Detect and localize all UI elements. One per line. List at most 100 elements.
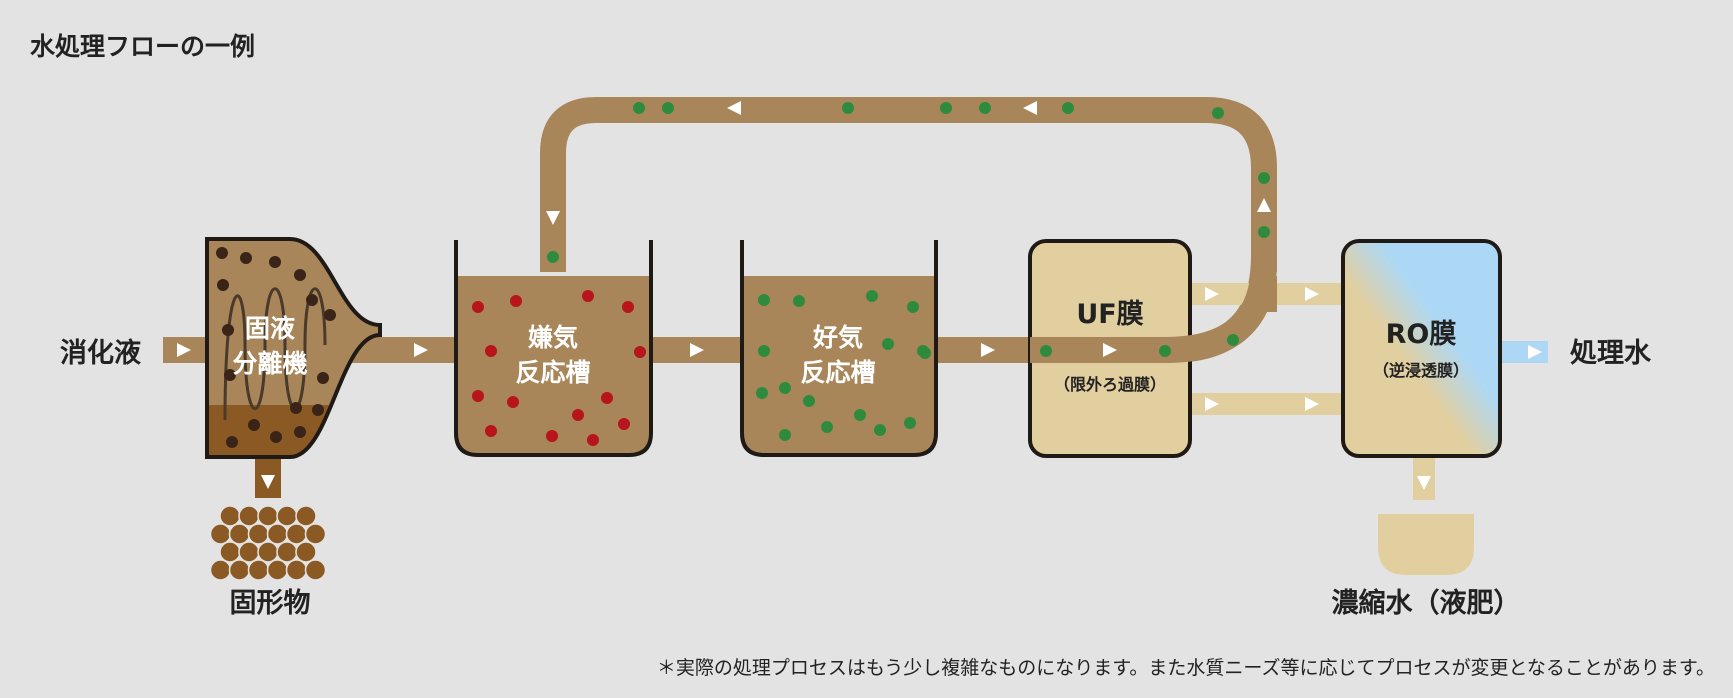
solid-lump: [247, 523, 270, 545]
footnote: ＊実際の処理プロセスはもう少し複雑なものになります。また水質ニーズ等に応じてプロ…: [657, 657, 1715, 679]
solid-lump: [257, 505, 279, 527]
recycle-bacterium: [917, 345, 929, 357]
flow-arrow: [1205, 397, 1219, 411]
solid-lump: [247, 559, 270, 581]
output-label: 処理水: [1570, 337, 1652, 369]
solid-particle: [290, 402, 302, 414]
aerobic-bacteria: [756, 290, 931, 441]
solid-particle: [269, 256, 281, 268]
solid-particle: [224, 369, 236, 381]
recycle-bacterium: [662, 102, 674, 114]
anaerobic-bacteria: [472, 290, 646, 446]
flow-arrow: [1205, 287, 1219, 301]
solid-particle: [222, 324, 234, 336]
solid-particle: [294, 426, 306, 438]
aerobic-bacterium: [758, 294, 770, 306]
uf-membrane-sublabel: （限外ろ過膜）: [1054, 375, 1166, 394]
recycle-bacterium: [940, 102, 952, 114]
aerobic-bacterium: [874, 424, 886, 436]
solid-particle: [248, 419, 260, 431]
aerobic-bacterium: [793, 295, 805, 307]
solid-lump: [219, 541, 241, 563]
anaerobic-bacterium: [472, 390, 484, 402]
solid-liquid-separator: 固液 分離機: [205, 237, 382, 459]
recycle-bacterium: [979, 102, 991, 114]
solid-lump: [266, 523, 289, 545]
aerobic-tank-label-line2: 反応槽: [800, 358, 875, 387]
permeate-pipe-lower: [1190, 393, 1350, 415]
anaerobic-bacterium: [510, 295, 522, 307]
anaerobic-bacterium: [485, 345, 497, 357]
recycle-bacterium: [1227, 334, 1239, 346]
solid-lump: [276, 541, 298, 563]
solid-lump: [238, 505, 260, 527]
solid-lump: [295, 541, 317, 563]
anaerobic-bacterium: [507, 396, 519, 408]
recycle-bacterium: [1212, 107, 1224, 119]
aerobic-bacterium: [779, 429, 791, 441]
aerobic-bacterium: [904, 417, 916, 429]
aerobic-bacterium: [854, 409, 866, 421]
solid-lump: [219, 505, 241, 527]
solid-lump: [257, 541, 279, 563]
recycle-bacterium: [1159, 345, 1171, 357]
solid-particles: [216, 247, 336, 448]
input-label: 消化液: [60, 338, 141, 369]
solids-label: 固形物: [230, 588, 311, 619]
flow-arrow: [727, 101, 741, 115]
flow-arrow: [1305, 397, 1319, 411]
recycle-bacterium: [1258, 226, 1270, 238]
solid-lump: [238, 541, 260, 563]
aerobic-bacterium: [779, 382, 791, 394]
recycle-bacterium: [1258, 172, 1270, 184]
flow-arrow: [1023, 101, 1037, 115]
recycle-bacterium: [633, 102, 645, 114]
flow-arrow: [1103, 343, 1117, 357]
solid-lump: [304, 559, 327, 581]
ro-membrane-unit: RO膜 （逆浸透膜）: [1341, 239, 1502, 458]
ro-membrane-label: RO膜: [1386, 319, 1457, 350]
flow-arrow: [1257, 198, 1271, 212]
solid-lump: [285, 523, 308, 545]
separator-label-line2: 分離機: [232, 349, 307, 378]
anaerobic-bacterium: [601, 392, 613, 404]
flow-arrow: [981, 343, 995, 357]
anaerobic-bacterium: [485, 425, 497, 437]
treated-water-pipe: [1500, 341, 1548, 363]
flow-arrow: [261, 475, 275, 489]
solid-particle: [294, 269, 306, 281]
anaerobic-tank-label-line2: 反応槽: [515, 358, 590, 387]
solids-pile: [209, 505, 327, 581]
aerobic-tank-label-line1: 好気: [812, 323, 863, 352]
anaerobic-bacterium: [472, 301, 484, 313]
aerobic-bacterium: [756, 387, 768, 399]
diagram-title: 水処理フローの一例: [30, 32, 255, 61]
solid-particle: [240, 252, 252, 264]
aerobic-bacterium: [907, 301, 919, 313]
solid-particle: [270, 431, 282, 443]
aerobic-bacterium: [866, 290, 878, 302]
recycle-bacterium: [1062, 102, 1074, 114]
aerobic-bacterium: [882, 338, 894, 350]
anaerobic-tank-label-line1: 嫌気: [528, 323, 578, 352]
solid-lump: [304, 523, 327, 545]
anaerobic-tank: 嫌気 反応槽: [454, 240, 653, 457]
solid-particle: [226, 436, 238, 448]
anaerobic-bacterium: [587, 434, 599, 446]
flow-arrow: [1417, 476, 1431, 490]
solid-particle: [317, 372, 329, 384]
solid-particle: [216, 247, 228, 259]
anaerobic-bacterium: [572, 409, 584, 421]
aerobic-bacterium: [803, 395, 815, 407]
solid-particle: [217, 279, 229, 291]
flow-arrow: [1305, 287, 1319, 301]
recycle-bacterium: [1040, 345, 1052, 357]
solid-lump: [285, 559, 308, 581]
solid-lump: [209, 559, 232, 581]
anaerobic-bacterium: [546, 430, 558, 442]
solid-lump: [209, 523, 232, 545]
ro-membrane-sublabel: （逆浸透膜）: [1373, 361, 1469, 380]
flow-arrow: [177, 343, 191, 357]
solid-lump: [228, 559, 251, 581]
